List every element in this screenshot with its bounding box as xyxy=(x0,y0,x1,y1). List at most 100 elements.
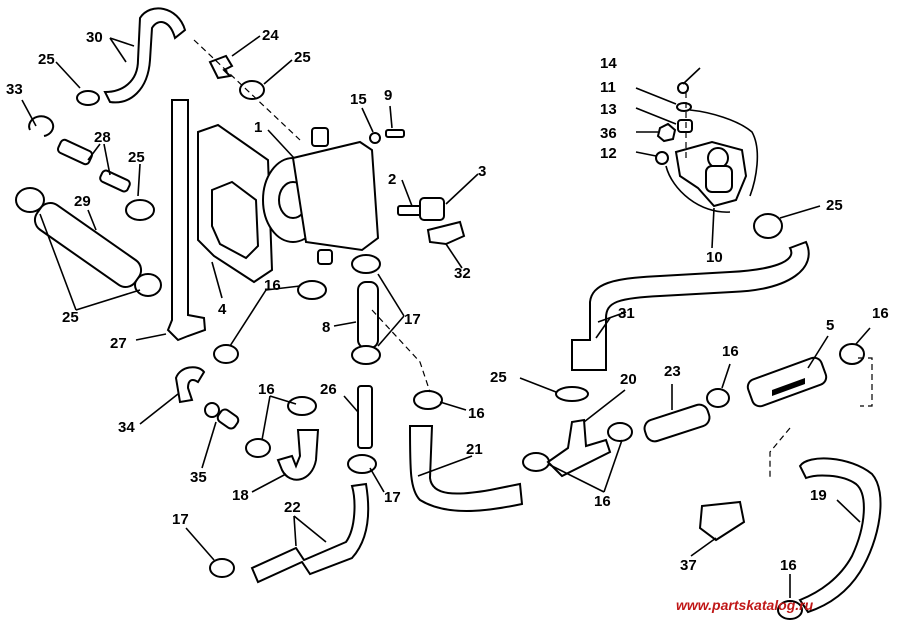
callout-25-f: 25 xyxy=(826,197,843,214)
clip-24 xyxy=(208,54,234,80)
hose-elbow-30 xyxy=(103,7,187,104)
callout-25-d: 25 xyxy=(62,309,79,326)
tube-28-b xyxy=(99,169,131,193)
callout-20: 20 xyxy=(620,371,637,388)
callout-23: 23 xyxy=(664,363,681,380)
clamp-25-c xyxy=(125,199,155,221)
hose-29 xyxy=(33,202,143,288)
clamp-17-c xyxy=(347,454,377,474)
callout-37: 37 xyxy=(680,557,697,574)
callout-31: 31 xyxy=(618,305,635,322)
hose-22 xyxy=(250,482,370,584)
hose-21 xyxy=(408,425,524,512)
callout-27: 27 xyxy=(110,335,127,352)
callout-36: 36 xyxy=(600,125,617,142)
callout-32: 32 xyxy=(454,265,471,282)
clamp-16-a xyxy=(297,280,327,300)
clamp-16-g xyxy=(607,422,633,442)
tube-28-a xyxy=(56,138,94,166)
callout-5: 5 xyxy=(826,317,834,334)
callout-11: 11 xyxy=(600,79,616,96)
callout-15: 15 xyxy=(350,91,367,108)
callout-9: 9 xyxy=(384,87,392,104)
callout-19: 19 xyxy=(810,487,827,504)
callout-10: 10 xyxy=(706,249,723,266)
callout-34: 34 xyxy=(118,419,135,436)
parts-layer xyxy=(15,7,882,620)
inline-filter-5 xyxy=(746,356,828,408)
hose-19 xyxy=(798,457,882,614)
callout-29: 29 xyxy=(74,193,91,210)
tube-27 xyxy=(166,99,207,342)
callout-16-j: 16 xyxy=(780,557,797,574)
callout-14: 14 xyxy=(600,55,617,72)
callout-25-e: 25 xyxy=(490,369,507,386)
clip-37 xyxy=(698,500,746,542)
callout-3: 3 xyxy=(478,163,486,180)
clamp-17-b xyxy=(351,345,381,365)
callout-16-h: 16 xyxy=(722,343,739,360)
clamp-25-b xyxy=(239,80,265,100)
callout-17-b: 17 xyxy=(384,489,401,506)
tee-20 xyxy=(546,418,612,478)
valve-body-3 xyxy=(419,197,445,221)
clamp-25-f xyxy=(753,213,783,239)
valve-2 xyxy=(397,205,423,216)
ground-wire xyxy=(689,109,759,197)
hose-18 xyxy=(276,429,320,481)
callout-16-i: 16 xyxy=(872,305,889,322)
washer-11 xyxy=(676,102,692,112)
callout-17-c: 17 xyxy=(172,511,189,528)
callout-25-a: 25 xyxy=(38,51,55,68)
callout-13: 13 xyxy=(600,101,617,118)
screw-14 xyxy=(677,82,689,94)
clamp-17-a xyxy=(351,254,381,274)
nut-36 xyxy=(656,122,677,143)
bushing-13 xyxy=(677,119,693,133)
elbow-34 xyxy=(174,366,206,404)
clamp-25-d xyxy=(15,187,45,213)
callout-16-f: 16 xyxy=(594,493,611,510)
bracket-assembly-10 xyxy=(674,140,748,208)
callout-16-a: 16 xyxy=(264,277,281,294)
callout-labels: 30 24 25 25 33 28 25 15 9 1 14 11 13 36 … xyxy=(6,27,889,574)
callout-35: 35 xyxy=(190,469,207,486)
clamp-16-i xyxy=(839,343,865,365)
ring-33 xyxy=(28,115,55,137)
clamp-16-b xyxy=(213,344,239,364)
callout-17-a: 17 xyxy=(404,311,421,328)
callout-1: 1 xyxy=(254,119,262,136)
callout-16-e: 16 xyxy=(468,405,485,422)
callout-18: 18 xyxy=(232,487,249,504)
leader-lines xyxy=(21,35,871,598)
clip-32 xyxy=(426,220,466,246)
hose-8 xyxy=(357,281,379,349)
callout-30: 30 xyxy=(86,29,103,46)
callout-8: 8 xyxy=(322,319,330,336)
watermark: www.partskatalog.ru xyxy=(676,597,814,613)
callout-12: 12 xyxy=(600,145,617,162)
gasket-cutout-4 xyxy=(211,180,260,260)
clamp-25-e xyxy=(134,273,162,297)
callout-33: 33 xyxy=(6,81,23,98)
clamp-25-g xyxy=(555,386,589,402)
clamp-16-e xyxy=(413,390,443,410)
callout-22: 22 xyxy=(284,499,301,516)
clamp-25-a xyxy=(76,90,100,106)
callout-26: 26 xyxy=(320,381,337,398)
callout-25-b: 25 xyxy=(294,49,311,66)
callout-21: 21 xyxy=(466,441,483,458)
check-valve-35 xyxy=(204,402,240,430)
filter-26 xyxy=(357,385,373,449)
fuel-pump-1 xyxy=(262,127,380,265)
clamp-16-c xyxy=(287,396,317,416)
clamp-16-h xyxy=(706,388,730,408)
callout-25-c: 25 xyxy=(128,149,145,166)
clamp-16-j xyxy=(777,600,803,620)
lead-wire xyxy=(665,165,731,213)
callout-2: 2 xyxy=(388,171,396,188)
callout-16-b: 16 xyxy=(258,381,275,398)
hose-31 xyxy=(571,240,810,371)
clamp-16-d xyxy=(245,438,271,458)
